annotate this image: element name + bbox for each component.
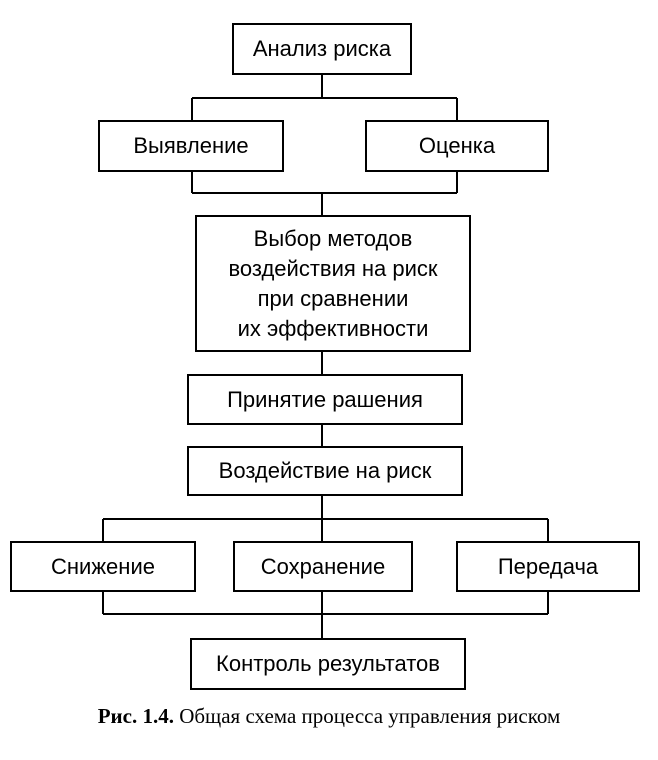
node-assessment: Оценка: [365, 120, 549, 172]
node-identification: Выявление: [98, 120, 284, 172]
node-transfer: Передача: [456, 541, 640, 592]
node-decision: Принятие рашения: [187, 374, 463, 425]
connector-lines: [102, 75, 549, 638]
figure-number: Рис. 1.4.: [97, 704, 174, 728]
node-retention: Сохранение: [233, 541, 413, 592]
node-results-control: Контроль результатов: [190, 638, 466, 690]
figure-caption: Рис. 1.4. Общая схема процесса управлени…: [0, 704, 658, 729]
node-reduction: Снижение: [10, 541, 196, 592]
node-method-selection: Выбор методов воздействия на риск при ср…: [195, 215, 471, 352]
node-risk-impact: Воздействие на риск: [187, 446, 463, 496]
figure-title: Общая схема процесса управления риском: [179, 704, 561, 728]
node-risk-analysis: Анализ риска: [232, 23, 412, 75]
